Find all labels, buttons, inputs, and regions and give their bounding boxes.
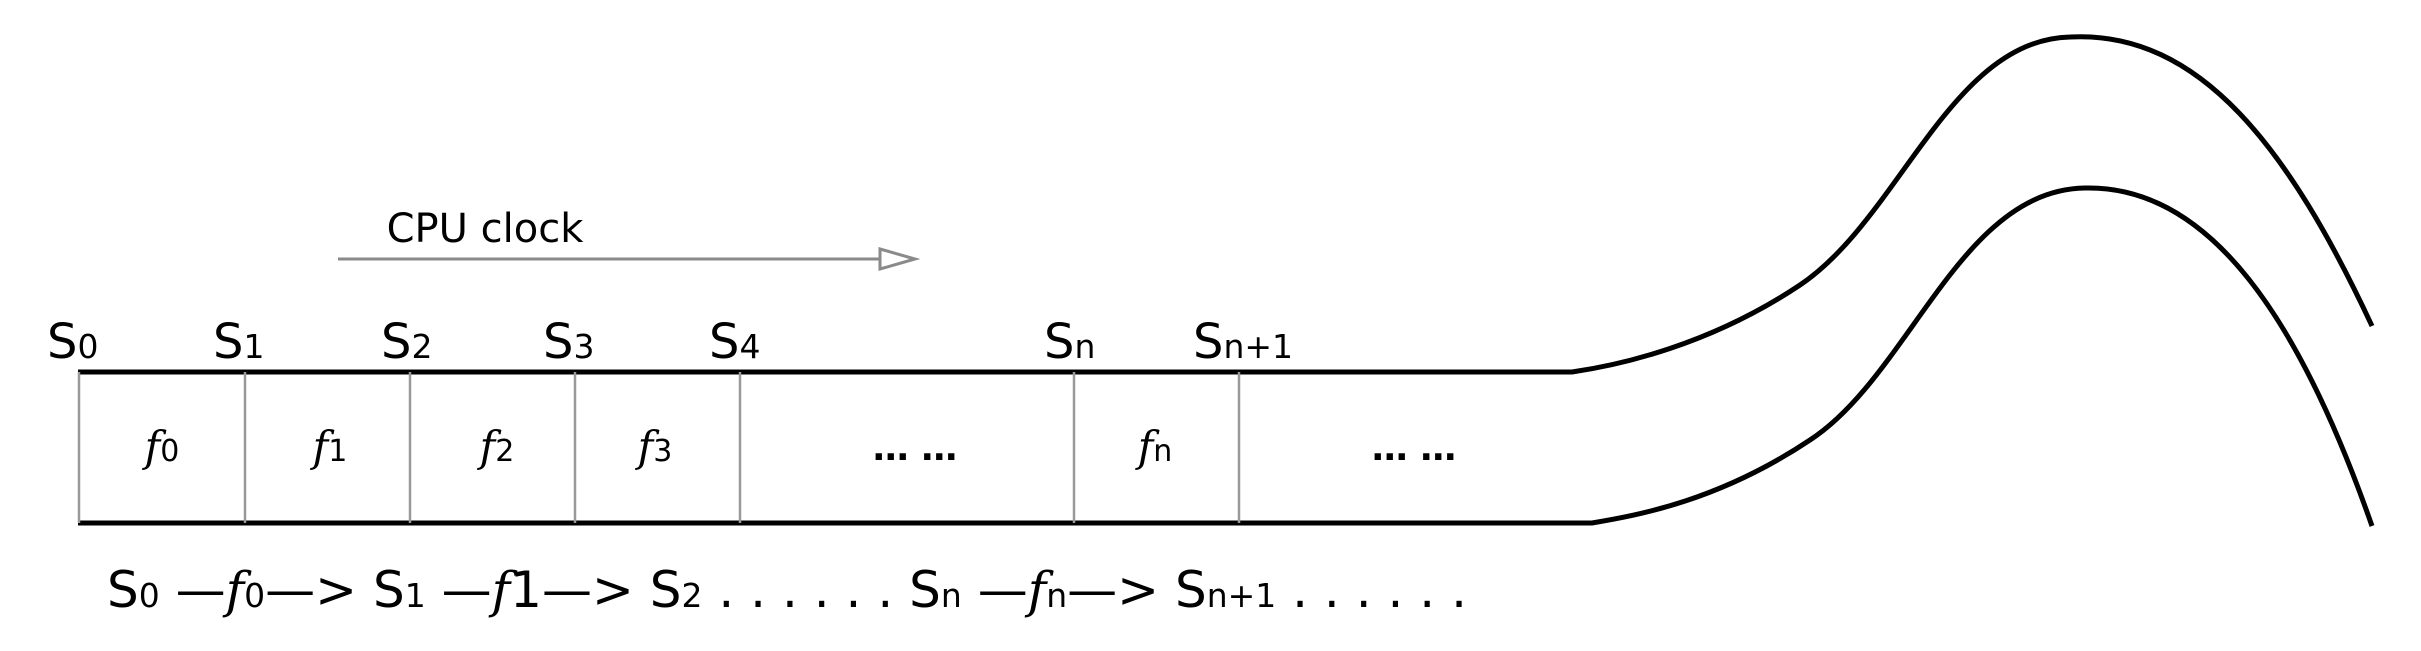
state-label-s1: S1: [213, 314, 264, 370]
clock-arrow-head: [878, 247, 921, 271]
tape-bottom-rail: [78, 185, 2375, 527]
cell-fn: fn: [1135, 422, 1173, 471]
cpu-clock-arrow: CPU clock: [338, 206, 921, 271]
cell-f1: f1: [310, 422, 348, 471]
cell-ellipsis-2: … …: [1372, 428, 1457, 469]
cell-ellipsis-1: … …: [873, 428, 958, 469]
state-label-sn: Sn: [1044, 314, 1095, 370]
cell-f2: f2: [477, 422, 515, 471]
state-label-s3: S3: [543, 314, 594, 370]
state-labels: S0 S1 S2 S3 S4 Sn Sn+1: [47, 314, 1293, 370]
cell-f0: f0: [142, 422, 180, 471]
state-label-s2: S2: [381, 314, 432, 370]
state-label-s0: S0: [47, 314, 98, 370]
state-label-s4: S4: [709, 314, 760, 370]
cell-f3: f3: [635, 422, 673, 471]
tape-cells: f0 f1 f2 f3 … … fn … …: [142, 422, 1457, 471]
cell-dividers: [77, 372, 1241, 523]
state-label-sn1: Sn+1: [1193, 314, 1293, 370]
transition-sequence: S0 —f0—> S1 —f1—> S2 . . . . . . Sn —fn—…: [107, 561, 1467, 619]
tape-top-rail: [78, 34, 2375, 375]
cpu-clock-label: CPU clock: [387, 206, 585, 252]
